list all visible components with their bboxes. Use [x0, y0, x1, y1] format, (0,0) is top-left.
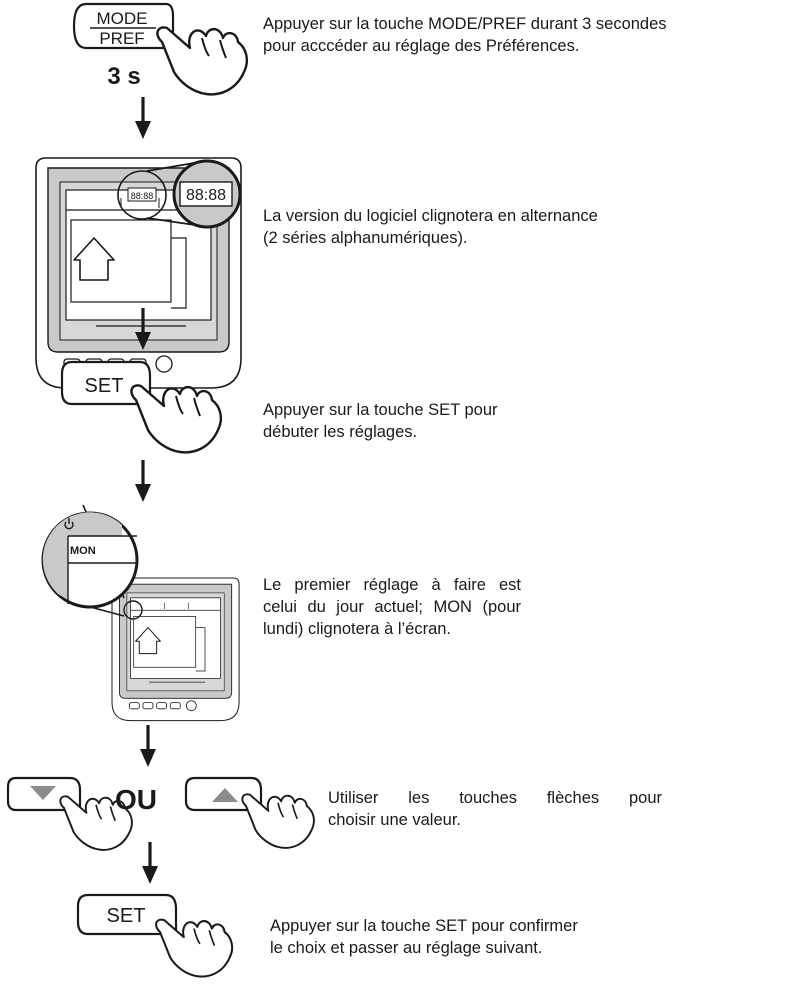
instruction-arrows: Utiliser les touches flèches pour choisi… — [328, 787, 662, 831]
instruction-set-confirm: Appuyer sur la touche SET pour confirmer… — [270, 915, 790, 959]
pref-label: PREF — [99, 29, 144, 48]
arrow-down-icon — [133, 95, 153, 141]
arrow-down-icon — [133, 458, 153, 504]
instruction-line: Le premier réglage à faire est — [263, 576, 521, 594]
svg-text:88:88: 88:88 — [131, 191, 154, 201]
hand-press-icon — [130, 384, 223, 454]
instruction-version: La version du logiciel clignotera en alt… — [263, 205, 783, 249]
set-label: SET — [107, 905, 146, 927]
instruction-line: choisir une valeur. — [328, 811, 461, 829]
instruction-day: Le premier réglage à faire est celui du … — [263, 574, 521, 640]
instruction-line: La version du logiciel clignotera en alt… — [263, 207, 598, 225]
thermostat-device-version: 88:88 88:88 — [35, 157, 242, 389]
triangle-down-icon — [30, 786, 56, 800]
power-icon — [64, 518, 74, 530]
hand-press-icon — [155, 918, 234, 978]
mode-pref-button[interactable]: MODE PREF — [72, 2, 175, 50]
instruction-line: Appuyer sur la touche SET pour confirmer — [270, 917, 578, 935]
or-label: OU — [115, 784, 157, 815]
instruction-set-start: Appuyer sur la touche SET pour débuter l… — [263, 399, 663, 443]
instruction-line: Appuyer sur la touche MODE/PREF durant 3… — [263, 15, 667, 33]
arrow-down-icon — [140, 840, 160, 886]
hand-press-icon — [156, 26, 249, 96]
hand-press-icon — [241, 793, 315, 849]
set-button-confirm[interactable]: SET — [76, 893, 178, 936]
instruction-line: (2 séries alphanumériques). — [263, 229, 468, 247]
instruction-line: débuter les réglages. — [263, 423, 418, 441]
triangle-up-icon — [212, 788, 238, 802]
duration-label: 3 s — [107, 63, 140, 90]
instruction-line: Appuyer sur la touche SET pour — [263, 401, 498, 419]
instruction-line: Utiliser les touches flèches pour — [328, 789, 662, 807]
mode-label: MODE — [97, 9, 148, 28]
version-display: 88:88 — [186, 187, 226, 204]
set-label: SET — [85, 375, 124, 397]
arrow-down-icon — [138, 723, 158, 769]
instruction-mode-pref: Appuyer sur la touche MODE/PREF durant 3… — [263, 13, 803, 57]
day-display: MON — [70, 545, 96, 557]
set-button-start[interactable]: SET — [60, 360, 152, 406]
instruction-line: lundi) clignotera à l’écran. — [263, 620, 452, 638]
instruction-line: pour acccéder au réglage des Préférences… — [263, 37, 580, 55]
instruction-line: le choix et passer au réglage suivant. — [270, 939, 543, 957]
thermostat-device-day: MON — [41, 504, 240, 722]
instruction-line: celui du jour actuel; MON (pour — [263, 598, 521, 616]
